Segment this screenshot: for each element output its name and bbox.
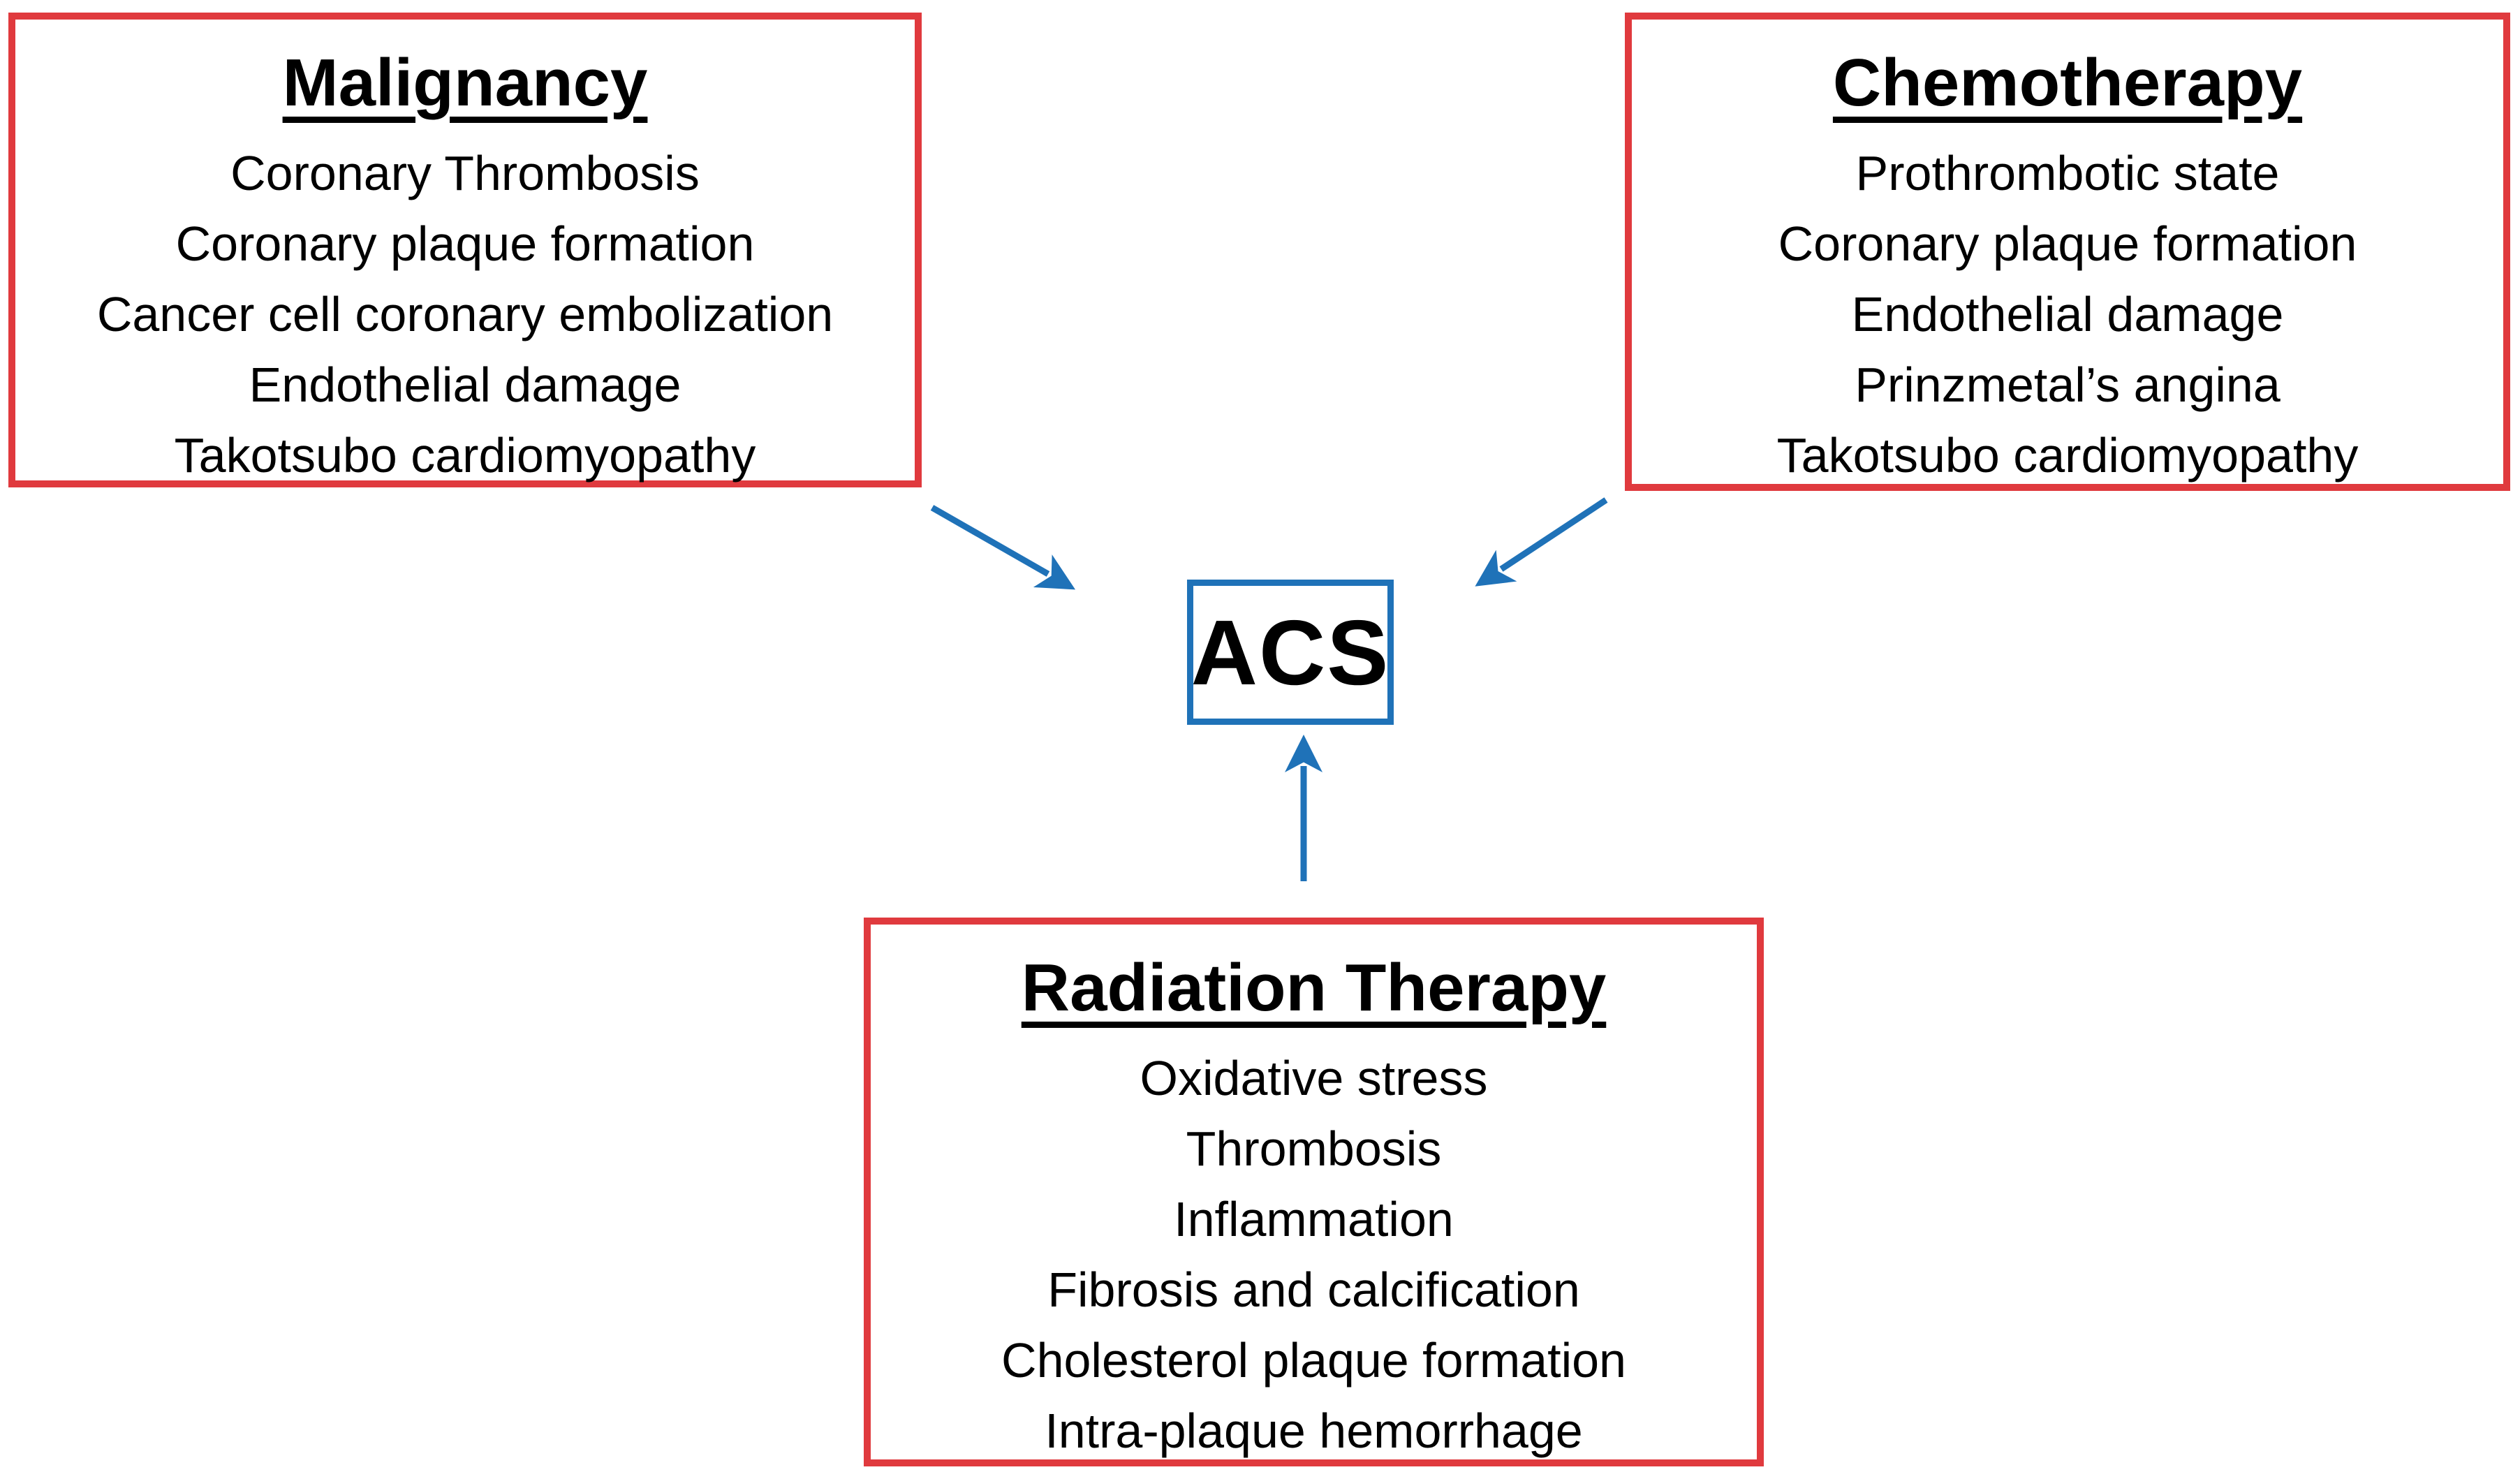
list-item: Cancer cell coronary embolization <box>96 287 834 341</box>
list-item: Endothelial damage <box>1851 287 2284 341</box>
list-item: Takotsubo cardiomyopathy <box>174 428 756 483</box>
list-item: Cholesterol plaque formation <box>1001 1333 1626 1388</box>
list-item: Thrombosis <box>1186 1121 1442 1176</box>
list-item: Oxidative stress <box>1140 1051 1488 1105</box>
chemotherapy-box: Chemotherapy Prothrombotic state Coronar… <box>1625 13 2510 491</box>
arrow-chemotherapy-to-acs <box>1475 497 1608 587</box>
list-item: Prinzmetal’s angina <box>1855 358 2280 412</box>
list-item: Fibrosis and calcification <box>1047 1263 1580 1317</box>
acs-box: ACS <box>1187 580 1394 725</box>
radiation-therapy-box: Radiation Therapy Oxidative stress Throm… <box>864 918 1764 1466</box>
chemotherapy-title: Chemotherapy <box>1832 45 2303 120</box>
list-item: Coronary Thrombosis <box>230 146 700 200</box>
radiation-item-list: Oxidative stress Thrombosis Inflammation… <box>871 1043 1757 1466</box>
acs-label: ACS <box>1191 601 1390 704</box>
radiation-therapy-title: Radiation Therapy <box>1021 950 1607 1025</box>
list-item: Takotsubo cardiomyopathy <box>1776 428 2359 483</box>
list-item: Endothelial damage <box>249 358 681 412</box>
malignancy-title: Malignancy <box>282 45 648 120</box>
malignancy-box: Malignancy Coronary Thrombosis Coronary … <box>8 13 922 487</box>
list-item: Intra-plaque hemorrhage <box>1045 1404 1583 1458</box>
list-item: Coronary plaque formation <box>175 216 755 271</box>
list-item: Prothrombotic state <box>1855 146 2280 200</box>
list-item: Coronary plaque formation <box>1778 216 2357 271</box>
chemotherapy-item-list: Prothrombotic state Coronary plaque form… <box>1632 138 2503 491</box>
malignancy-item-list: Coronary Thrombosis Coronary plaque form… <box>15 138 915 491</box>
arrow-malignancy-to-acs <box>930 505 1076 590</box>
list-item: Inflammation <box>1174 1192 1454 1246</box>
